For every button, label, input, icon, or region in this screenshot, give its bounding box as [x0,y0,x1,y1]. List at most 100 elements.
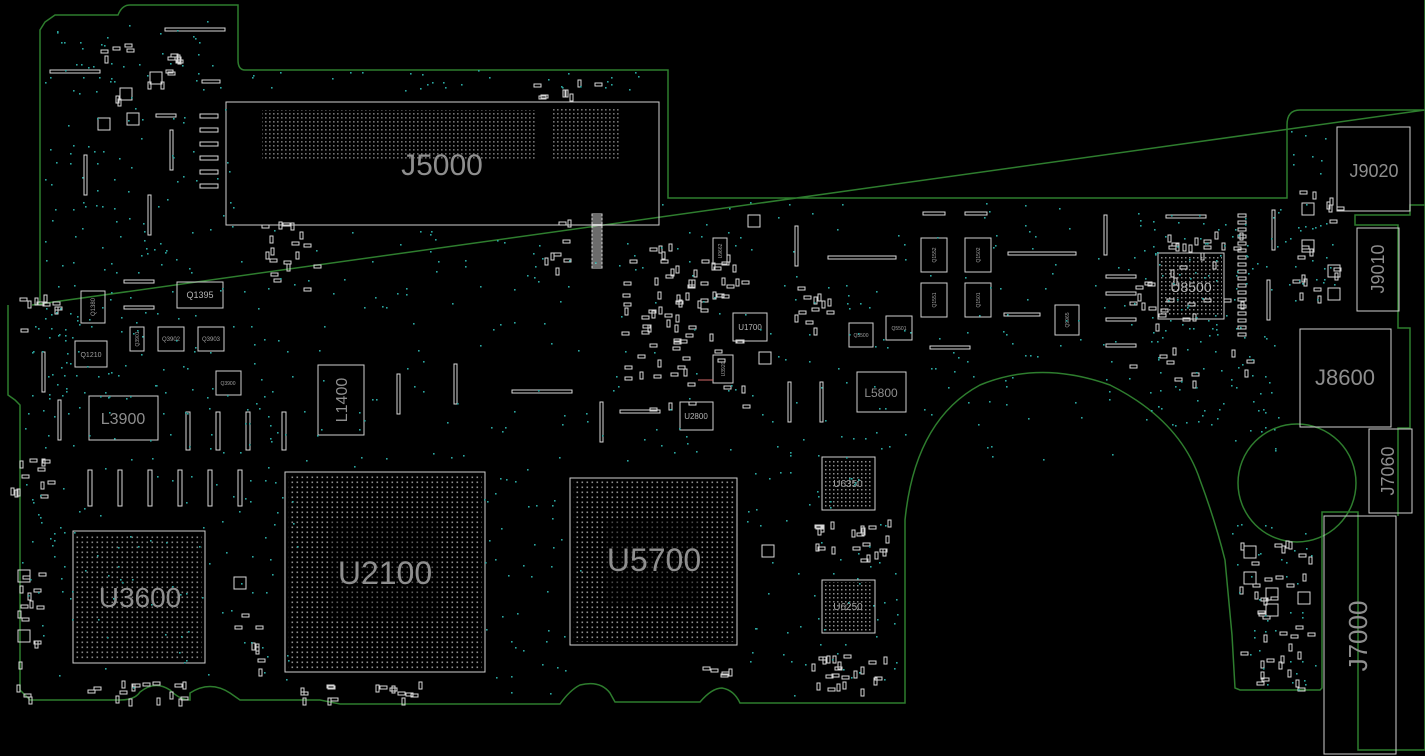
passive-component [180,696,189,701]
test-point [225,109,227,111]
connector-j9010[interactable]: J9010 [1356,227,1400,312]
label-q9965: Q9965 [1065,312,1071,327]
test-point [1250,430,1252,432]
passive-component [813,296,818,305]
transistor-q1502[interactable]: Q1502 [964,237,992,273]
transistor-q1395[interactable]: Q1395 [176,281,224,309]
passive-component [887,519,892,528]
inductor-l5800[interactable]: L5800 [856,371,907,413]
chip-u2100[interactable]: U2100 [284,471,486,673]
test-point [40,495,42,497]
test-point [265,480,267,482]
transistor-q1380[interactable]: Q1380 [80,290,106,324]
test-point [528,506,530,508]
passive-component [622,293,631,298]
test-point [714,297,716,299]
transistor-q3902[interactable]: Q3902 [157,326,185,352]
test-point [414,386,416,388]
test-point [523,650,525,652]
transistor-q1552[interactable]: Q1552 [920,237,948,273]
test-point [280,278,282,280]
connector-j8600[interactable]: J8600 [1299,328,1392,428]
test-point [731,385,733,387]
chip-u3600[interactable]: U3600 [72,530,206,664]
connector-j5000[interactable]: J5000 [225,101,660,226]
chip-u5700[interactable]: U5700 [569,477,738,646]
test-point [65,340,67,342]
test-point [83,202,85,204]
test-point [846,285,848,287]
chip-u8500[interactable]: U8500 [1157,252,1225,320]
passive-component [43,294,48,303]
inductor-l1400[interactable]: L1400 [317,364,365,436]
transistor-q1501[interactable]: Q1501 [964,282,992,318]
test-point [777,446,779,448]
passive-component [1298,553,1307,558]
test-point [80,42,82,44]
test-point [1179,274,1181,276]
test-point [350,72,352,74]
connector-j9020[interactable]: J9020 [1336,126,1411,212]
test-point [264,672,266,674]
test-point [1052,273,1054,275]
passive-component [1187,302,1196,307]
passive-component [167,71,176,76]
connector-j7000[interactable]: J7000 [1323,515,1397,755]
test-point [58,335,60,337]
chip-u6250[interactable]: U6250 [821,579,876,634]
test-point [266,592,268,594]
chip-u2800[interactable]: U2800 [679,401,714,431]
test-point [539,245,541,247]
test-point [880,524,882,526]
passive-component [637,354,646,359]
test-point [1134,303,1136,305]
passive-component [258,668,263,677]
passive-component [16,488,21,497]
test-point [45,179,47,181]
test-point [210,229,212,231]
test-point [165,392,167,394]
passive-component [1137,293,1142,302]
inductor-l3900[interactable]: L3900 [88,395,159,441]
passive-component [19,297,28,302]
chip-u1700[interactable]: U1700 [732,312,768,342]
chip-u6350[interactable]: U6350 [821,456,876,511]
test-point [406,294,408,296]
passive-component [1281,545,1286,554]
test-point [814,302,816,304]
test-point [1161,408,1163,410]
transistor-q5501[interactable]: Q5501 [885,315,913,341]
test-point [150,540,152,542]
test-point [131,459,133,461]
transistor-q1551[interactable]: Q1551 [920,282,948,318]
transistor-q3900[interactable]: Q3900 [215,370,242,396]
test-point [580,86,582,88]
chip-u3920[interactable]: U3920 [698,354,734,384]
test-point [52,220,54,222]
test-point [879,562,881,564]
resistor [922,211,946,216]
test-point [278,340,280,342]
transistor-q3903[interactable]: Q3903 [197,326,225,352]
test-point [783,654,785,656]
chip-u9662[interactable]: U9662 [712,237,728,265]
resistor [591,213,603,217]
test-point [1257,263,1259,265]
test-point [254,344,256,346]
resistor [123,279,155,284]
transistor-q5500[interactable]: Q5500 [848,322,874,348]
test-point [770,333,772,335]
test-point [133,687,135,689]
test-point [251,326,253,328]
test-point [803,439,805,441]
test-point [953,352,955,354]
test-point [422,74,424,76]
transistor-q1210[interactable]: Q1210 [74,340,108,368]
test-point [1240,327,1242,329]
passive-component [1231,349,1236,358]
transistor-q3901[interactable]: Q3901 [129,326,145,352]
connector-j7060[interactable]: J7060 [1368,428,1413,514]
test-point [1045,288,1047,290]
test-point [786,520,788,522]
passive-component [270,247,275,256]
